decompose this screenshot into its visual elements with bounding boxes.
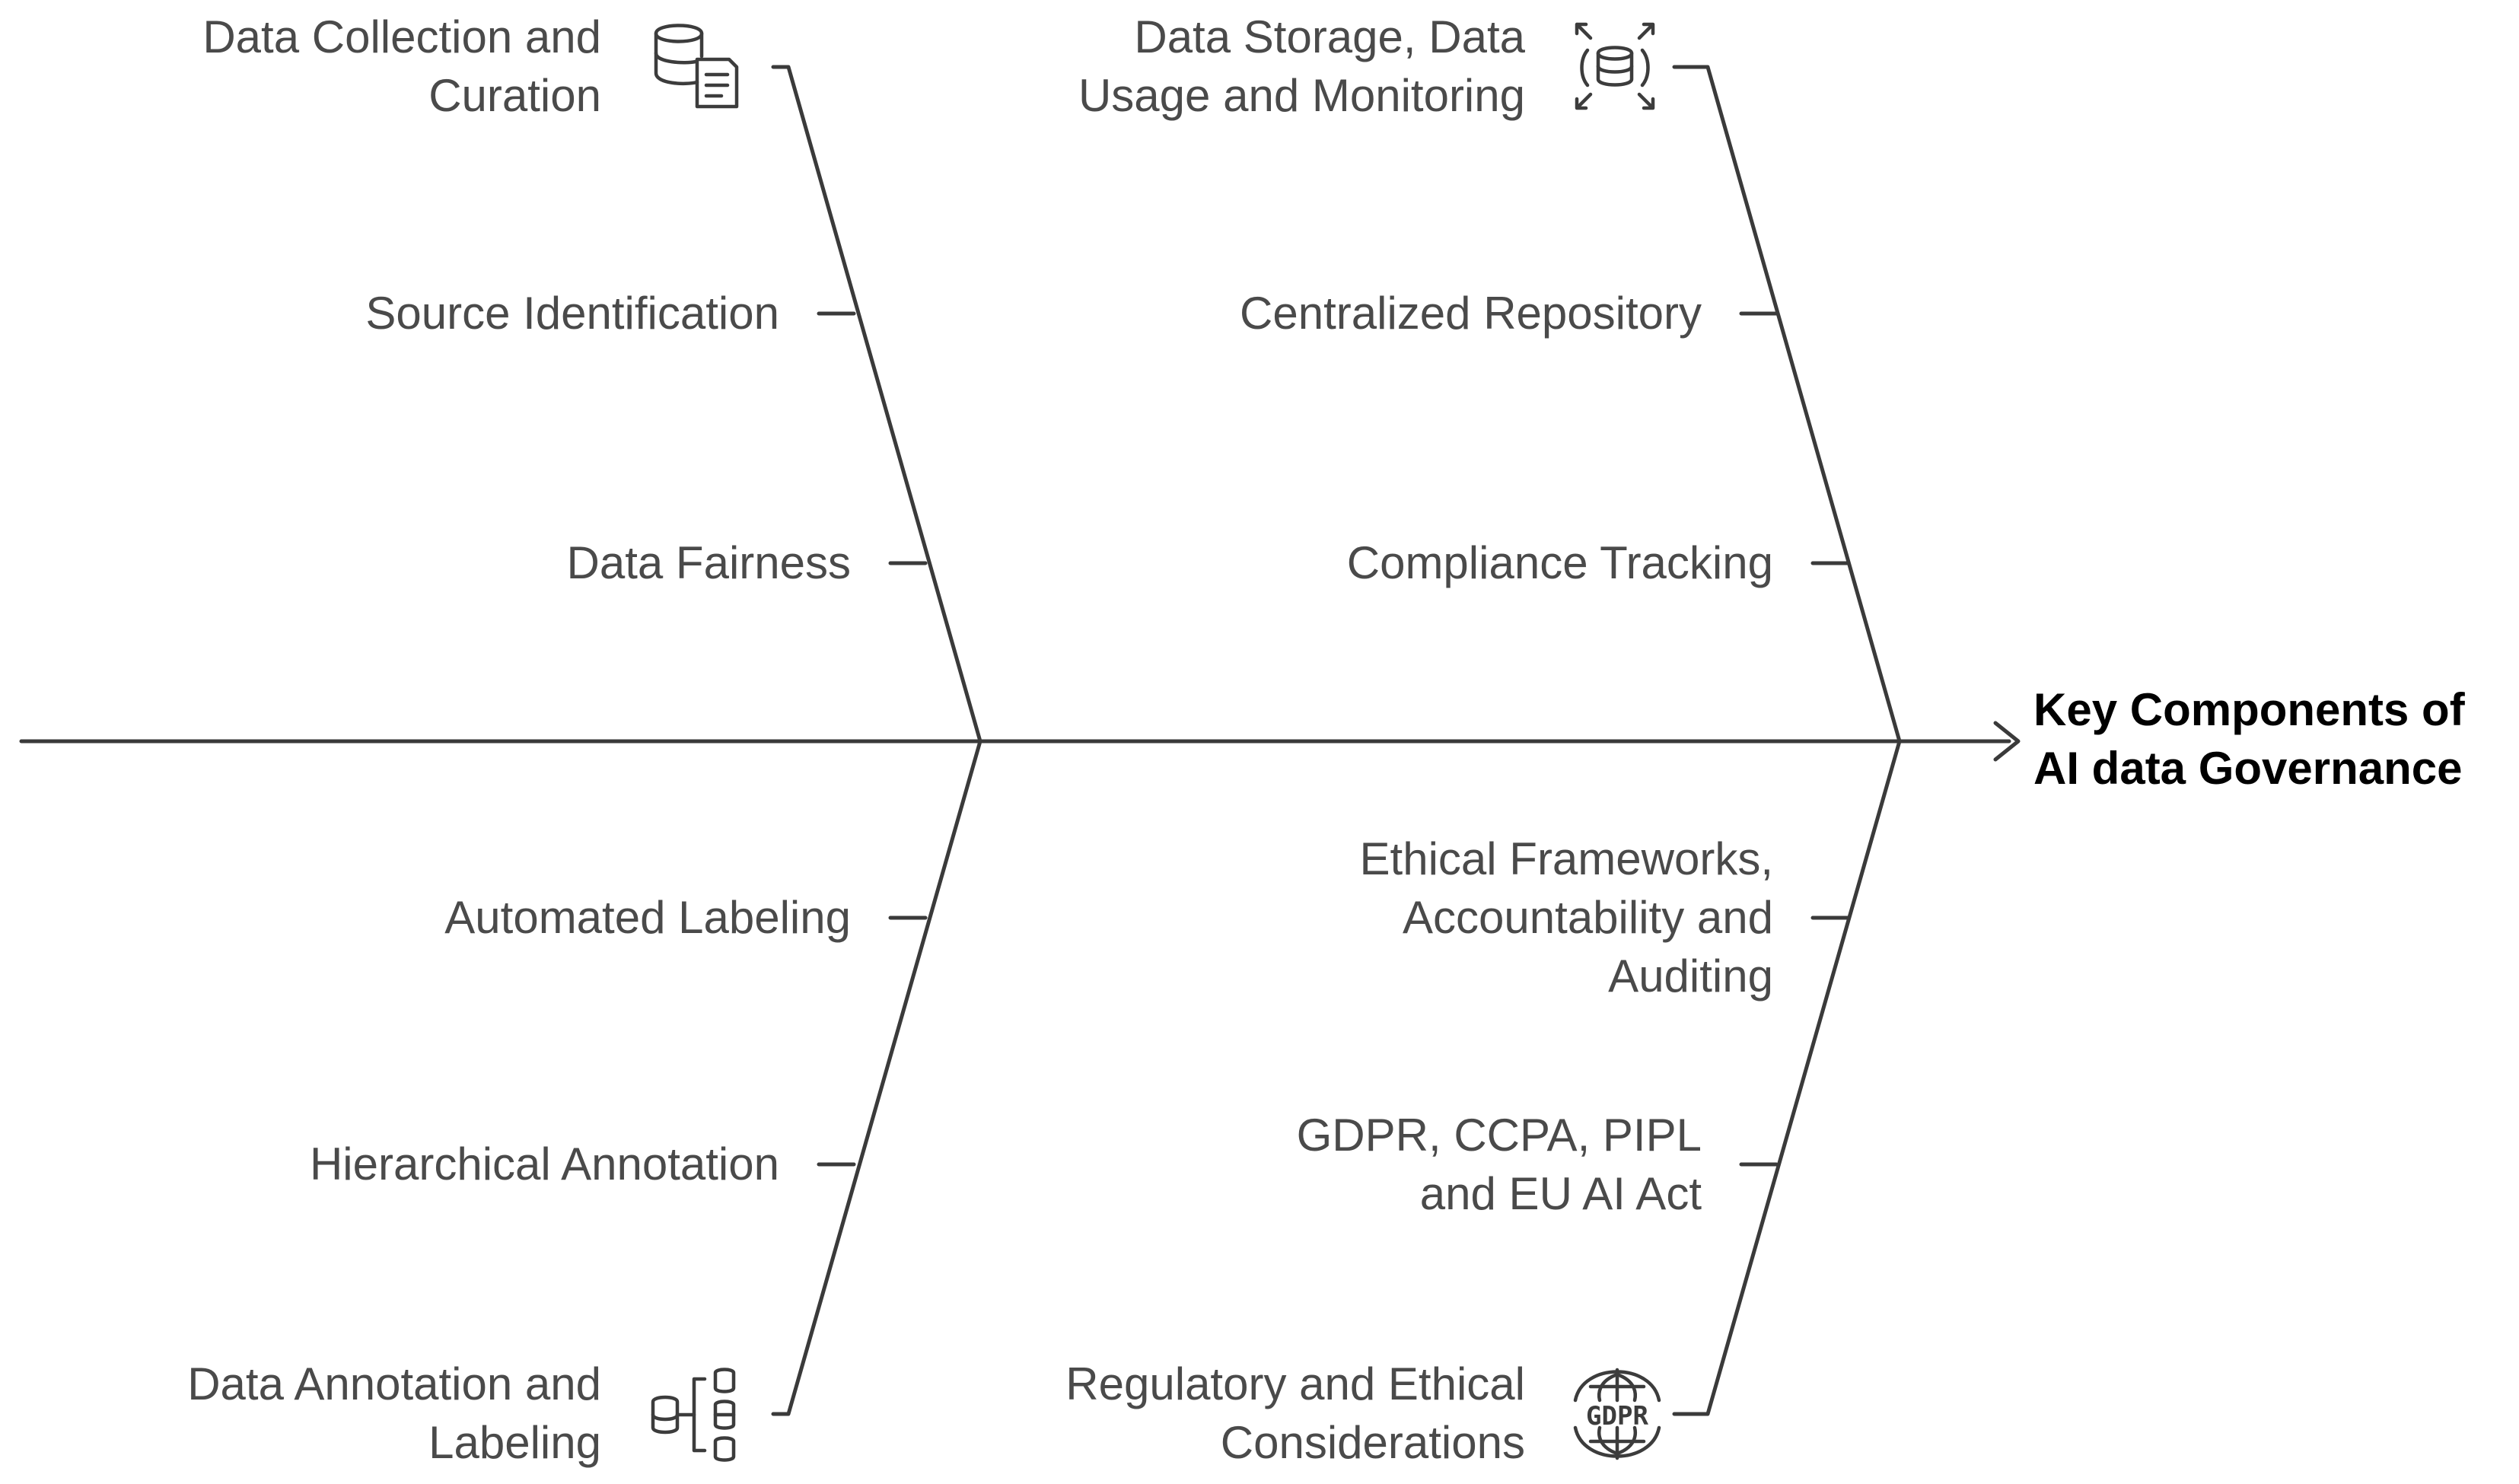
bone-data-storage [1672, 65, 1902, 744]
item-hierarchical-annotation: Hierarchical Annotation [309, 1138, 779, 1189]
bone-data-collection [771, 65, 982, 744]
bone-data-annotation [771, 739, 982, 1416]
category-title-data-collection: Data Collection and Curation [202, 11, 601, 121]
category-title-regulatory: Regulatory and Ethical Considerations [1065, 1358, 1525, 1468]
bone-regulatory [1672, 739, 1902, 1416]
arrow-head [1993, 721, 2021, 762]
item-gdpr-ccpa-pipl: GDPR, CCPA, PIPL and EU AI Act [1296, 1110, 1702, 1219]
gdpr-globe-icon: GDPR [1573, 1368, 1661, 1460]
item-data-fairness: Data Fairness [566, 537, 851, 588]
database-hierarchy-icon [651, 1368, 736, 1462]
database-expand-icon [1575, 22, 1655, 110]
database-document-icon [654, 24, 739, 109]
item-centralized-repository: Centralized Repository [1240, 288, 1702, 339]
category-title-data-storage: Data Storage, Data Usage and Monitoring [1078, 11, 1525, 121]
item-ethical-frameworks: Ethical Frameworks, Accountability and A… [1359, 833, 1773, 1002]
gdpr-icon-label: GDPR [1586, 1401, 1648, 1431]
item-source-identification: Source Identification [365, 288, 779, 339]
diagram-head-title: Key Components of AI data Governance [2033, 684, 2465, 794]
item-compliance-tracking: Compliance Tracking [1346, 537, 1773, 588]
item-automated-labeling: Automated Labeling [444, 892, 851, 943]
category-title-data-annotation: Data Annotation and Labeling [187, 1358, 601, 1468]
spine-line [19, 738, 2011, 744]
